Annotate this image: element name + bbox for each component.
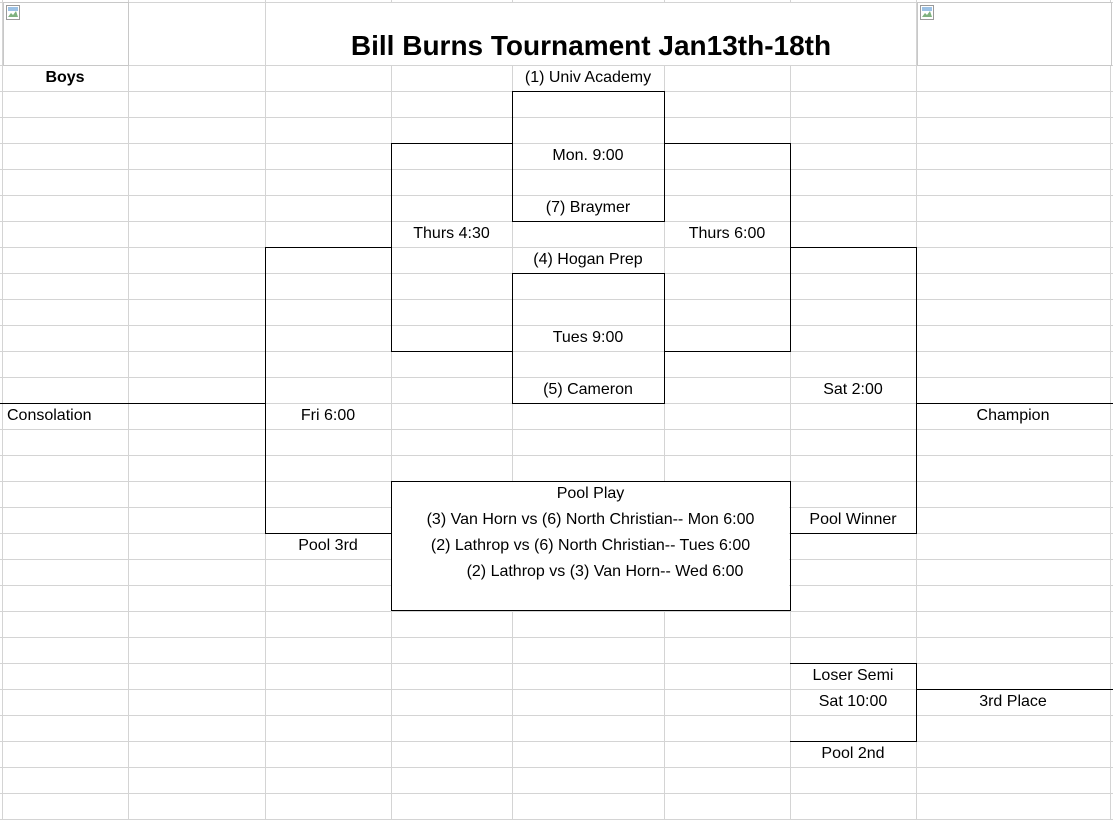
- game-time-mon: Mon. 9:00: [552, 147, 624, 164]
- gridline: [0, 195, 1113, 196]
- right-logo: [917, 2, 1112, 66]
- left-logo: [3, 2, 129, 66]
- gridline: [0, 637, 1113, 638]
- game-time-thurs-600: Thurs 6:00: [688, 225, 766, 242]
- bracket-line: [391, 143, 392, 351]
- bracket-line: [512, 91, 665, 92]
- bracket-line: [265, 247, 391, 248]
- broken-image-icon: [920, 5, 934, 20]
- pool-3rd-label: Pool 3rd: [298, 537, 358, 554]
- seed-7-team: (7) Braymer: [545, 199, 631, 216]
- gridline: [0, 767, 1113, 768]
- gridline: [0, 377, 1113, 378]
- bracket-line: [391, 481, 392, 611]
- bracket-line: [512, 91, 513, 221]
- pool-winner-label: Pool Winner: [809, 511, 897, 528]
- third-place-label: 3rd Place: [979, 693, 1047, 710]
- bracket-line: [0, 403, 265, 404]
- broken-image-icon: [6, 5, 20, 20]
- pool-2nd-label: Pool 2nd: [821, 745, 885, 762]
- pool-game-2: (2) Lathrop vs (6) North Christian-- Tue…: [430, 537, 751, 554]
- bracket-line: [664, 273, 665, 403]
- gridline: [0, 65, 1113, 66]
- game-time-tues: Tues 9:00: [552, 329, 624, 346]
- loser-semi-label: Loser Semi: [812, 667, 894, 684]
- gridline: [0, 169, 1113, 170]
- gridline: [0, 819, 1113, 820]
- bracket-line: [512, 273, 513, 403]
- gridline: [0, 117, 1113, 118]
- gridline: [512, 0, 513, 820]
- bracket-line: [664, 91, 665, 221]
- game-time-sat-200: Sat 2:00: [823, 381, 883, 398]
- gridline: [128, 0, 129, 820]
- pool-play-merged-cell: [392, 482, 789, 610]
- bracket-line: [391, 610, 791, 611]
- gridline: [0, 663, 1113, 664]
- consolation-label: Consolation: [7, 407, 92, 424]
- bracket-line: [512, 273, 665, 274]
- bracket-line: [265, 247, 266, 533]
- gridline: [0, 325, 1113, 326]
- bracket-line: [790, 741, 917, 742]
- seed-1-team: (1) Univ Academy: [524, 69, 652, 86]
- gridline: [0, 689, 1113, 690]
- gridline: [0, 2, 1113, 3]
- bracket-line: [790, 247, 917, 248]
- bracket-line: [790, 533, 917, 534]
- gridline: [0, 715, 1113, 716]
- bracket-line: [790, 481, 791, 611]
- gridline: [0, 793, 1113, 794]
- gridline: [0, 429, 1113, 430]
- gridline: [0, 351, 1113, 352]
- pool-game-1: (3) Van Horn vs (6) North Christian-- Mo…: [426, 511, 755, 528]
- gridline: [0, 299, 1113, 300]
- division-label: Boys: [45, 69, 85, 86]
- gridline: [0, 143, 1113, 144]
- bracket-line: [790, 663, 917, 664]
- bracket-line: [916, 663, 917, 741]
- game-time-thurs-430: Thurs 4:30: [413, 225, 490, 242]
- title-merged-cell: [266, 3, 915, 65]
- gridline: [0, 611, 1113, 612]
- gridline: [391, 0, 392, 820]
- game-time-fri: Fri 6:00: [300, 407, 356, 424]
- gridline: [664, 0, 665, 820]
- bracket-line: [664, 143, 791, 144]
- gridline: [0, 741, 1113, 742]
- bracket-line: [265, 533, 391, 534]
- pool-play-header: Pool Play: [556, 485, 625, 502]
- bracket-line: [512, 403, 665, 404]
- bracket-line: [664, 351, 791, 352]
- page-title: Bill Burns Tournament Jan13th-18th: [350, 30, 832, 61]
- game-time-sat-1000: Sat 10:00: [818, 693, 888, 710]
- pool-game-3: (2) Lathrop vs (3) Van Horn-- Wed 6:00: [466, 563, 744, 580]
- bracket-line: [391, 143, 512, 144]
- bracket-line: [916, 689, 1113, 690]
- gridline: [0, 247, 1113, 248]
- gridline: [0, 455, 1113, 456]
- champion-label: Champion: [976, 407, 1050, 424]
- gridline: [2, 0, 3, 820]
- bracket-line: [512, 221, 665, 222]
- seed-4-team: (4) Hogan Prep: [533, 251, 643, 268]
- gridline: [790, 0, 791, 820]
- gridline: [1110, 0, 1111, 820]
- seed-5-team: (5) Cameron: [543, 381, 633, 398]
- bracket-line: [916, 247, 917, 533]
- bracket-line: [391, 481, 791, 482]
- bracket-line: [391, 351, 512, 352]
- bracket-line: [916, 403, 1113, 404]
